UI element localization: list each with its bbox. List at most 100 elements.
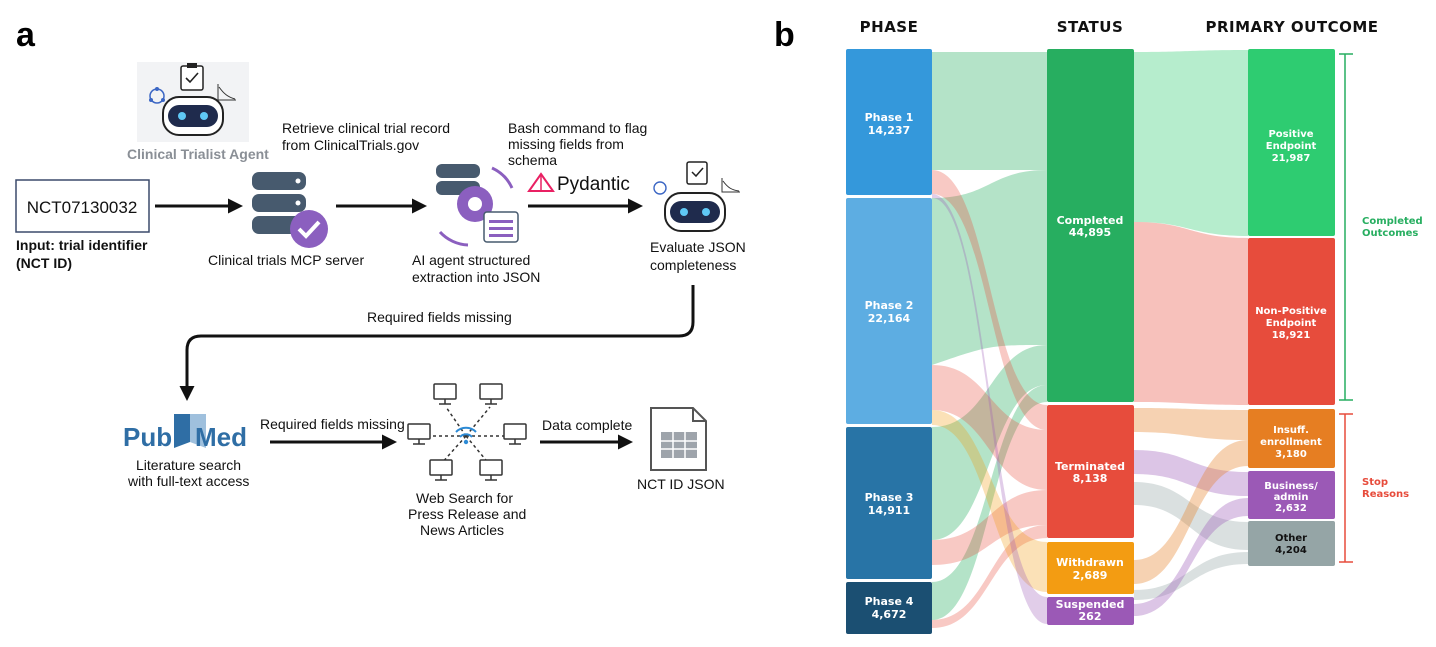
link-p2-terminated — [932, 365, 1047, 490]
node-business-admin — [1248, 471, 1335, 519]
column-header-phase: PHASE — [860, 18, 919, 36]
web-line2: Press Release and — [408, 506, 526, 522]
retrieve-line2: from ClinicalTrials.gov — [282, 137, 419, 153]
node-other — [1248, 521, 1335, 566]
agent-name-label: Clinical Trialist Agent — [127, 146, 269, 162]
node-phase-2-value: 22,164 — [868, 312, 911, 325]
node-withdrawn — [1047, 542, 1134, 594]
web-line1: Web Search for — [416, 490, 513, 506]
link-terminated-other — [1134, 482, 1248, 550]
web-line3: News Articles — [420, 522, 504, 538]
node-suspended-name: Suspended — [1056, 598, 1125, 611]
node-completed — [1047, 49, 1134, 402]
node-nonpositive-line2: Endpoint — [1266, 318, 1317, 329]
column-header-status: STATUS — [1057, 18, 1124, 36]
node-withdrawn-name: Withdrawn — [1056, 556, 1124, 569]
brace-completed-line1: Completed — [1362, 216, 1423, 227]
node-business-value: 2,632 — [1275, 503, 1307, 514]
input-caption-line2: (NCT ID) — [16, 255, 72, 271]
brace-stop-line2: Reasons — [1362, 489, 1409, 500]
link-withdrawn-insuff — [1134, 440, 1248, 584]
node-positive-line2: Endpoint — [1266, 141, 1317, 152]
node-other-value: 4,204 — [1275, 545, 1307, 556]
required-missing-1: Required fields missing — [367, 309, 512, 325]
pubmed-pub-text: Pub — [123, 422, 172, 452]
node-completed-name: Completed — [1057, 214, 1124, 227]
retrieve-line1: Retrieve clinical trial record — [282, 120, 450, 136]
node-phase-2-name: Phase 2 — [865, 299, 914, 312]
node-business-line1: Business/ — [1264, 481, 1318, 492]
node-positive-line1: Positive — [1268, 129, 1313, 140]
extract-line1: AI agent structured — [412, 252, 530, 268]
link-completed-nonpositive — [1134, 222, 1248, 405]
node-nonpositive-line1: Non-Positive — [1255, 306, 1327, 317]
link-withdrawn-other — [1134, 552, 1248, 600]
status-nodes: Completed 44,895 Terminated 8,138 Withdr… — [1047, 49, 1134, 625]
data-complete-label: Data complete — [542, 417, 632, 433]
extract-line2: extraction into JSON — [412, 269, 540, 285]
evaluate-robot-icon — [653, 161, 740, 232]
node-insuff-value: 3,180 — [1275, 449, 1307, 460]
pubmed-med-text: Med — [195, 422, 247, 452]
link-p3-completed — [932, 345, 1047, 540]
pydantic-label: Pydantic — [557, 174, 630, 195]
evaluate-line1: Evaluate JSON — [650, 239, 746, 255]
agent-robot-icon — [137, 62, 249, 142]
brace-stop-line1: Stop — [1362, 477, 1388, 488]
link-p4-completed — [932, 385, 1047, 620]
node-suspended-value: 262 — [1079, 610, 1102, 623]
node-positive-endpoint — [1248, 49, 1335, 236]
link-p4-terminated — [932, 525, 1047, 628]
bash-line3: schema — [508, 152, 557, 168]
node-completed-value: 44,895 — [1069, 226, 1111, 239]
output-label: NCT ID JSON — [637, 476, 725, 492]
link-p3-terminated — [932, 490, 1047, 565]
link-suspended-business — [1134, 498, 1248, 616]
json-file-icon — [650, 407, 707, 471]
sankey-links-phase-status — [932, 52, 1047, 628]
node-withdrawn-value: 2,689 — [1073, 569, 1108, 582]
node-phase-1-value: 14,237 — [868, 124, 910, 137]
link-terminated-insuff — [1134, 408, 1248, 440]
node-phase-3-name: Phase 3 — [865, 491, 914, 504]
link-p1-terminated — [932, 170, 1047, 430]
extraction-gear-icon — [436, 164, 519, 247]
brace-completed-outcomes — [1339, 53, 1353, 401]
node-insuff-line2: enrollment — [1260, 437, 1322, 448]
node-terminated-name: Terminated — [1055, 460, 1125, 473]
node-insuff-enrollment — [1248, 409, 1335, 468]
evaluate-line2: completeness — [650, 257, 736, 273]
link-terminated-business — [1134, 450, 1248, 496]
web-network-icon — [407, 383, 527, 481]
pubmed-line1: Literature search — [136, 457, 241, 473]
mcp-server-label: Clinical trials MCP server — [208, 252, 364, 268]
pydantic-logo-icon — [527, 172, 555, 192]
node-phase-3-value: 14,911 — [868, 504, 910, 517]
link-to-withdrawn — [932, 410, 1047, 592]
node-phase-1 — [846, 49, 932, 195]
node-nonpositive-value: 18,921 — [1272, 330, 1311, 341]
input-caption-line1: Input: trial identifier — [16, 237, 148, 253]
sankey-links-status-outcome — [1134, 50, 1248, 616]
pubmed-line2: with full-text access — [127, 473, 249, 489]
node-terminated-value: 8,138 — [1073, 472, 1108, 485]
node-phase-1-name: Phase 1 — [865, 111, 914, 124]
node-suspended — [1047, 597, 1134, 625]
node-phase-4 — [846, 582, 932, 634]
link-p2-completed — [932, 170, 1047, 365]
link-p1-completed — [932, 52, 1047, 170]
bash-line1: Bash command to flag — [508, 120, 647, 136]
node-terminated — [1047, 405, 1134, 538]
brace-completed-line2: Outcomes — [1362, 228, 1418, 239]
panel-b-letter: b — [774, 16, 795, 54]
input-box — [15, 179, 150, 233]
phase-nodes: Phase 1 14,237 Phase 2 22,164 Phase 3 14… — [846, 49, 932, 634]
column-header-outcome: PRIMARY OUTCOME — [1205, 18, 1378, 36]
link-completed-positive — [1134, 50, 1248, 236]
node-phase-3 — [846, 427, 932, 579]
node-positive-value: 21,987 — [1272, 153, 1311, 164]
node-nonpositive-endpoint — [1248, 238, 1335, 405]
node-phase-4-value: 4,672 — [872, 608, 907, 621]
pubmed-logo-icon: Pub Med — [123, 414, 247, 452]
